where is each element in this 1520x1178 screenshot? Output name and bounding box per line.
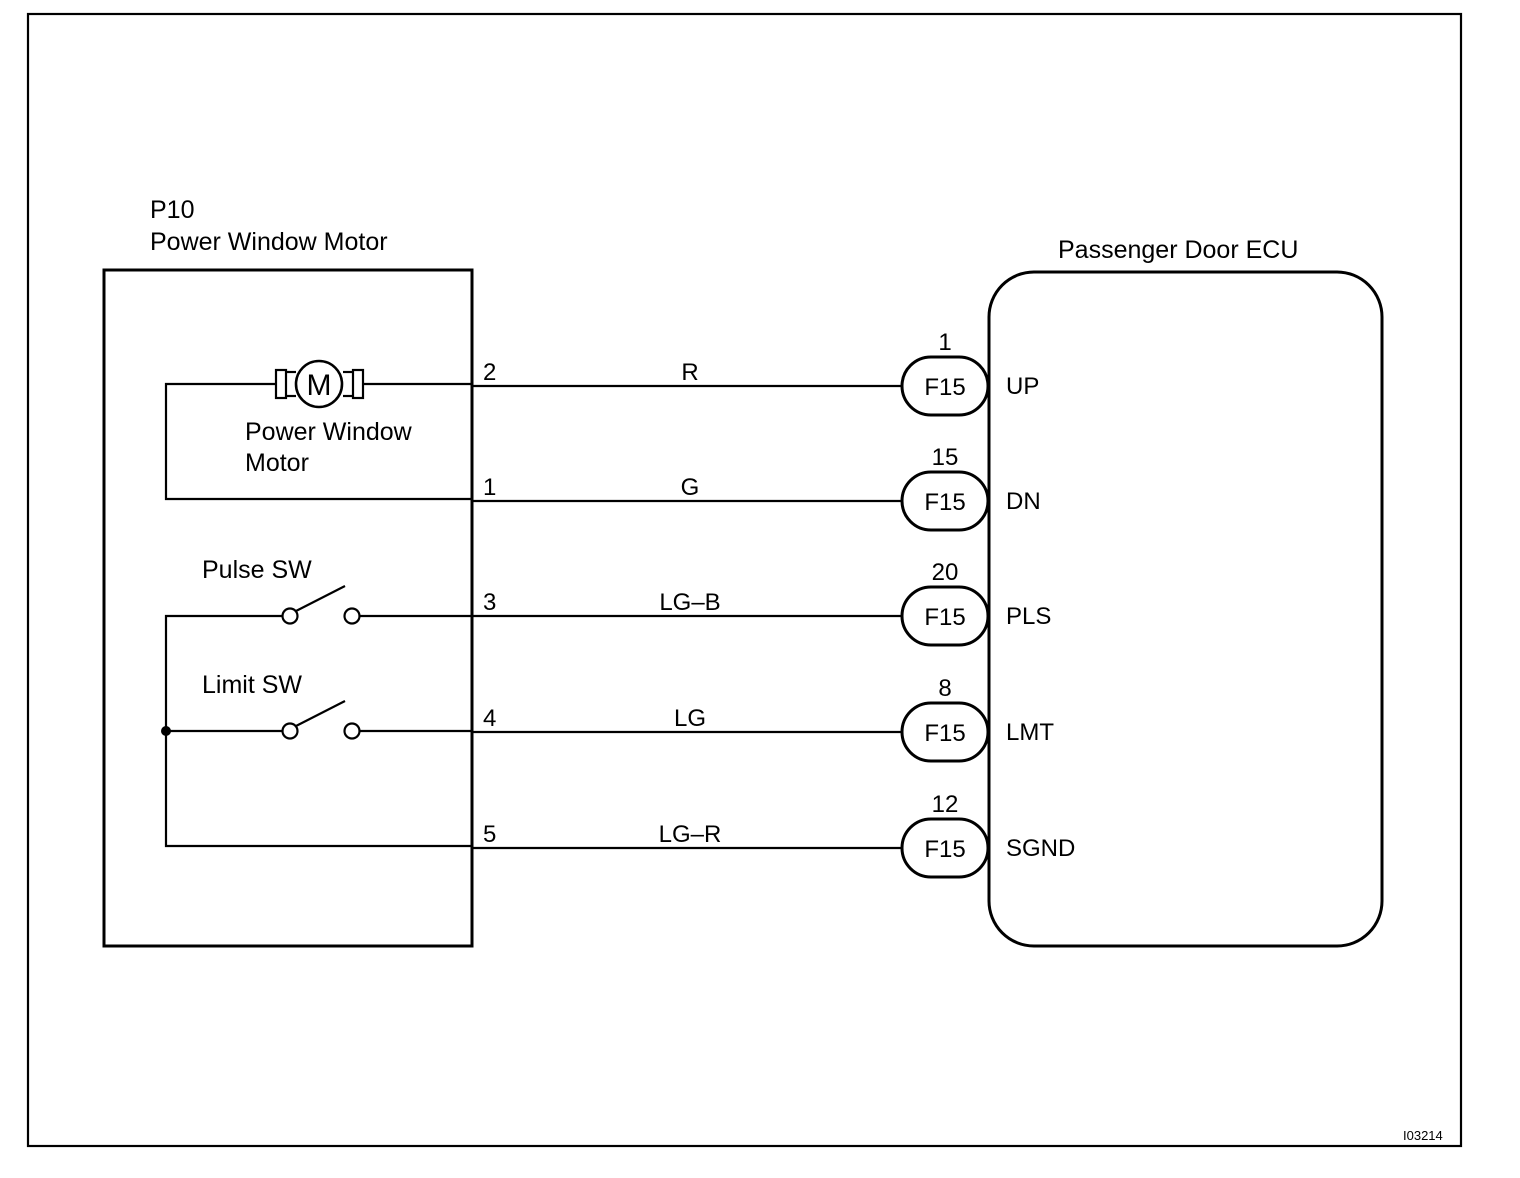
- connector-pill: [900, 470, 990, 532]
- connector-label: F15: [924, 720, 965, 747]
- motor-icon: M: [274, 359, 365, 409]
- wire-color-code: LG: [674, 705, 706, 732]
- wire-color-code: G: [681, 474, 700, 501]
- ecu-signal-label: UP: [1006, 373, 1039, 400]
- ecu-pin-number: 12: [932, 791, 959, 818]
- connector-pill: [900, 585, 990, 647]
- limit-switch-icon: [281, 700, 472, 740]
- motor-unit-box: [102, 268, 474, 948]
- motor-pin-number: 4: [483, 705, 496, 732]
- ecu-signal-label: LMT: [1006, 719, 1054, 746]
- motor-pin-number: 5: [483, 821, 496, 848]
- motor-unit-title: Power Window Motor: [150, 228, 388, 256]
- pulse-switch-label: Pulse SW: [202, 556, 312, 584]
- connector-label: F15: [924, 489, 965, 516]
- ecu-pin-number: 15: [932, 444, 959, 471]
- ecu-pin-number: 8: [938, 675, 951, 702]
- outer-frame: [26, 12, 1463, 1148]
- pulse-switch-icon: [281, 585, 472, 625]
- ecu-title: Passenger Door ECU: [1058, 236, 1298, 264]
- motor-label-line1: Power Window: [245, 418, 413, 446]
- ecu-signal-label: SGND: [1006, 835, 1075, 862]
- connector-pill: [900, 701, 990, 763]
- junction-dot: [161, 726, 171, 736]
- ecu-pin-number: 20: [932, 559, 959, 586]
- connector-label: F15: [924, 604, 965, 631]
- motor-pin-number: 2: [483, 359, 496, 386]
- motor-pin-number: 1: [483, 474, 496, 501]
- wire-up: 2 R F15 1UP: [472, 329, 1039, 417]
- connector-pill: [900, 355, 990, 417]
- connector-pill: [900, 817, 990, 879]
- motor-circuit: M Power Window Motor Pulse SW Limit SW: [161, 359, 472, 848]
- ecu-signal-label: PLS: [1006, 603, 1051, 630]
- motor-label-line2: Motor: [245, 449, 309, 477]
- limit-switch-label: Limit SW: [202, 671, 302, 699]
- wire-color-code: LG–B: [659, 589, 720, 616]
- motor-pin-number: 3: [483, 589, 496, 616]
- motor-unit-code: P10: [150, 196, 194, 224]
- ecu-pin-number: 1: [938, 329, 951, 356]
- motor-symbol: M: [307, 369, 332, 402]
- wire-color-code: LG–R: [659, 821, 722, 848]
- wire-color-code: R: [681, 359, 698, 386]
- ecu-box: [987, 270, 1384, 948]
- connector-label: F15: [924, 836, 965, 863]
- ecu-signal-label: DN: [1006, 488, 1041, 515]
- figure-id: I03214: [1403, 1128, 1443, 1143]
- connector-label: F15: [924, 374, 965, 401]
